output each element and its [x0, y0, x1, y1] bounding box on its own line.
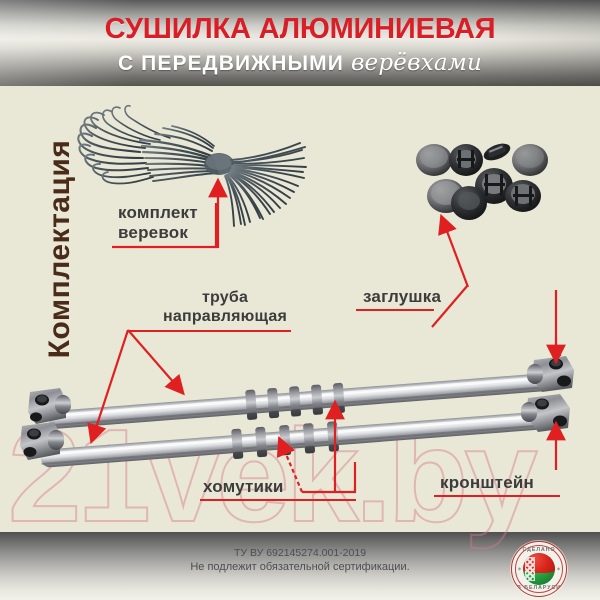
callout-tube-line1: труба — [201, 289, 249, 306]
callout-rope-line2: веревок — [118, 223, 189, 242]
callout-label-tube: труба направляющая — [163, 288, 287, 326]
rule-clamp — [200, 499, 356, 501]
arrow-tube-upper — [127, 329, 185, 396]
callout-cap-line1: заглушка — [363, 287, 442, 306]
header-banner: СУШИЛКА АЛЮМИНИЕВАЯ С ПЕРЕДВИЖНЫМИ верёвх… — [0, 0, 600, 86]
callout-label-clamp: хомутики — [203, 477, 284, 497]
callout-label-cap: заглушка — [363, 287, 441, 307]
badge-ring — [515, 545, 563, 593]
page-title: СУШИЛКА АЛЮМИНИЕВАЯ — [104, 13, 496, 45]
subtitle-bold-part: С ПЕРЕДВИЖНЫМИ — [117, 52, 344, 75]
rule-tube — [128, 330, 291, 332]
cert-note: Не подлежит обязательной сертификации. — [190, 561, 410, 573]
badge-star-left-icon: ✶ — [517, 567, 523, 573]
badge-bottom-text: В БЕЛАРУСИ — [517, 585, 561, 591]
bracket-left-upper — [28, 388, 71, 424]
badge-top-text: СДЕЛАНО — [522, 547, 556, 553]
callout-label-rope: комплект веревок — [118, 203, 210, 243]
end-caps-illustration — [416, 143, 548, 220]
guide-tubes-illustration — [20, 356, 574, 468]
arrow-cap — [438, 213, 470, 288]
callout-rope-line1: комплект — [118, 203, 198, 222]
badge-star-right-icon: ✶ — [555, 567, 561, 573]
belarus-flag-globe-icon — [523, 553, 555, 585]
footer-banner: ТУ ВУ 692145274.001-2019 Не подлежит обя… — [0, 532, 600, 600]
subtitle-script-part: верёвхами — [350, 50, 483, 76]
belarus-ornament-icon — [525, 557, 535, 581]
rule-cap — [356, 309, 434, 311]
rope-bundle-illustration — [77, 104, 307, 227]
callout-label-bracket: кронштейн — [440, 473, 534, 493]
cert-code: ТУ ВУ 692145274.001-2019 — [233, 547, 367, 559]
header-subtitle: С ПЕРЕДВИЖНЫМИ верёвхами — [0, 50, 600, 76]
callout-bracket-line1: кронштейн — [440, 473, 535, 492]
bracket-left-lower — [20, 422, 64, 460]
rule-bracket — [434, 495, 560, 497]
made-in-belarus-badge: СДЕЛАНО ✶ ✶ В БЕЛАРУСИ — [511, 541, 567, 597]
arrow-clamp-lower — [276, 435, 304, 493]
arrow-tube-lower — [87, 329, 130, 445]
callout-tube-line2: направляющая — [163, 308, 288, 325]
callout-clamp-line1: хомутики — [203, 477, 284, 496]
